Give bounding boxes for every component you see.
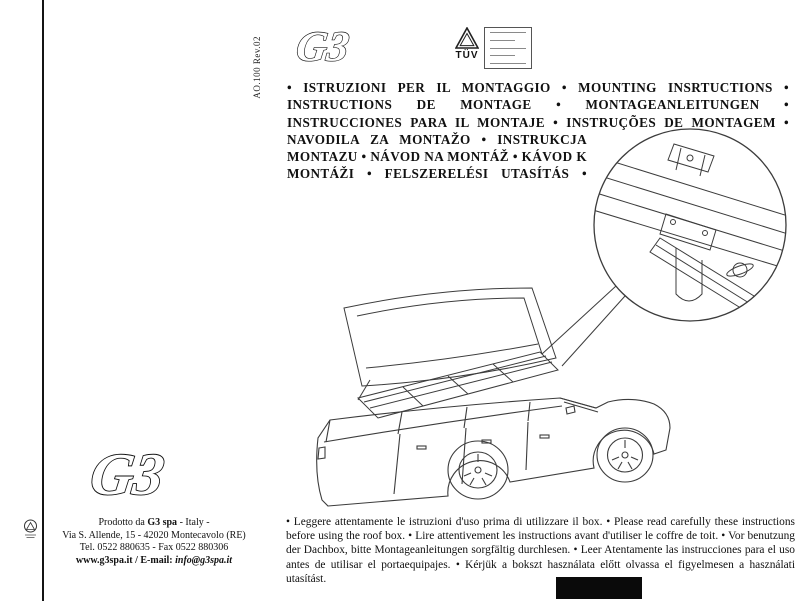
g3-logo-bottom: G3: [86, 436, 196, 512]
heading-line: INSTRUCTIONS DE MONTAGE • MONTAGEANLEITU…: [287, 97, 789, 113]
fineprint-line: [490, 63, 526, 64]
quality-mark-icon: [24, 519, 37, 538]
g3-logo-text: G3: [90, 441, 168, 507]
heading-line: INSTRUCCIONES PARA IL MONTAJE • INSTRUÇÕ…: [287, 114, 789, 130]
tuv-badge: TÜV: [455, 27, 532, 69]
wing-knob: [726, 262, 754, 278]
g3-logo-icon: G3: [293, 23, 353, 71]
heading-line: • ISTRUZIONI PER IL MONTAGGIO • MOUNTING…: [287, 80, 789, 95]
car-body: [316, 397, 671, 507]
address-text: Prodotto da: [98, 517, 148, 528]
page-marker-block: [556, 577, 642, 599]
email-text: info@g3spa.it: [175, 554, 233, 566]
roof-clamp: [667, 143, 715, 177]
car-roofbox-illustration: [316, 128, 787, 507]
heading-line: MONTAZU • NÁVOD NA MONTÁŽ • KÁVOD K: [287, 149, 587, 165]
address-line: Tel. 0522 880635 - Fax 0522 880306: [79, 542, 229, 554]
front-wheel: [596, 427, 654, 483]
document-code: AO.100 Rev.02: [252, 36, 262, 99]
binding-edge-line: [42, 0, 44, 601]
heading-line: NAVODILA ZA MONTAŽO • INSTRUKCJA: [287, 131, 587, 147]
address-line: www.g3spa.it / E-mail: info@g3spa.it: [44, 555, 264, 568]
website-text: www.g3spa.it: [75, 554, 133, 566]
mounting-bracket: [659, 213, 717, 251]
g3-logo-top: G3: [293, 18, 372, 74]
address-line: Via S. Allende, 15 - 42020 Montecavolo (…: [62, 529, 246, 541]
roofbox-lid: [343, 287, 557, 401]
address-line: Prodotto da G3 spa - Italy -: [44, 517, 264, 530]
g3-logo-icon: G3: [86, 440, 170, 507]
address-text: / E-mail:: [132, 554, 176, 566]
multilanguage-heading: • ISTRUZIONI PER IL MONTAGGIO • MOUNTING…: [287, 79, 789, 183]
detail-circle: [593, 128, 787, 322]
fineprint-line: [490, 39, 516, 41]
g3-logo-text: G3: [296, 24, 352, 71]
tuv-mark: TÜV: [455, 27, 479, 69]
tuv-fineprint-box: [484, 27, 532, 69]
leader-lines: [541, 285, 626, 367]
company-name: G3 spa: [147, 517, 178, 528]
fineprint-line: [490, 47, 526, 49]
fineprint-line: [490, 32, 526, 33]
tuv-label: TÜV: [455, 50, 479, 61]
rear-wheel: [447, 440, 509, 500]
tuv-triangle-icon: [455, 27, 479, 49]
address-text: - Italy -: [177, 517, 210, 528]
fineprint-line: [490, 55, 516, 57]
u-bolt: [675, 248, 703, 302]
roofbox-platform: [357, 351, 559, 419]
company-address: Prodotto da G3 spa - Italy - Via S. Alle…: [44, 517, 264, 567]
heading-line: MONTÁŽI • FELSZERELÉSI UTASÍTÁS •: [287, 166, 587, 182]
safety-notice: • Leggere attentamente le istruzioni d'u…: [286, 516, 795, 585]
